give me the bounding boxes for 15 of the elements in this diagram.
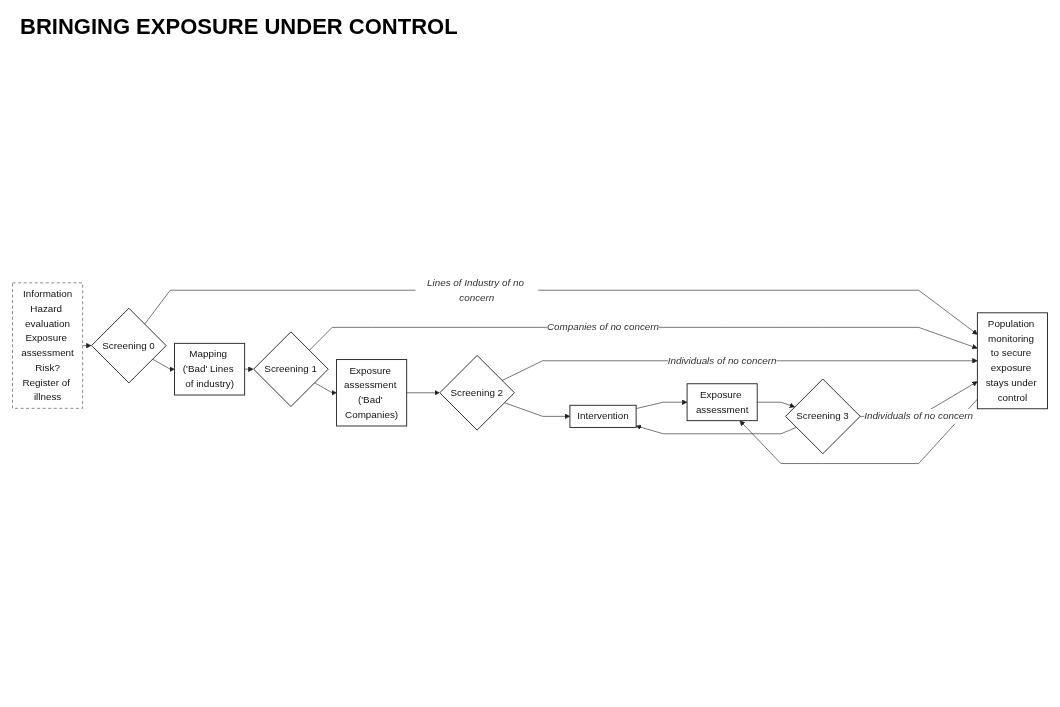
- node-diamond: Screening 0: [91, 307, 167, 383]
- node-box: Intervention: [569, 404, 637, 428]
- node-box: Information Hazard evaluation Exposure assessment Risk? Register of illness: [12, 282, 83, 409]
- node-box: Exposure assessment: [686, 382, 758, 421]
- node-diamond: Screening 2: [439, 354, 515, 431]
- edge-label: Individuals of no concern: [864, 410, 974, 421]
- edge-label: Individuals of no concern: [667, 354, 777, 366]
- node-box: Mapping ('Bad' Lines of industry): [174, 342, 246, 395]
- edge-label: Companies of no concern: [546, 321, 660, 332]
- node-box: Exposure assessment ('Bad' Companies): [336, 358, 408, 426]
- node-diamond: Screening 3: [785, 378, 861, 454]
- diagram-title: BRINGING EXPOSURE UNDER CONTROL: [20, 14, 459, 40]
- node-box: Population monitoring to secure exposure stays under control: [976, 311, 1048, 409]
- edge-label: Lines of Industry of no concern: [427, 276, 524, 303]
- node-diamond: Screening 1: [253, 330, 329, 407]
